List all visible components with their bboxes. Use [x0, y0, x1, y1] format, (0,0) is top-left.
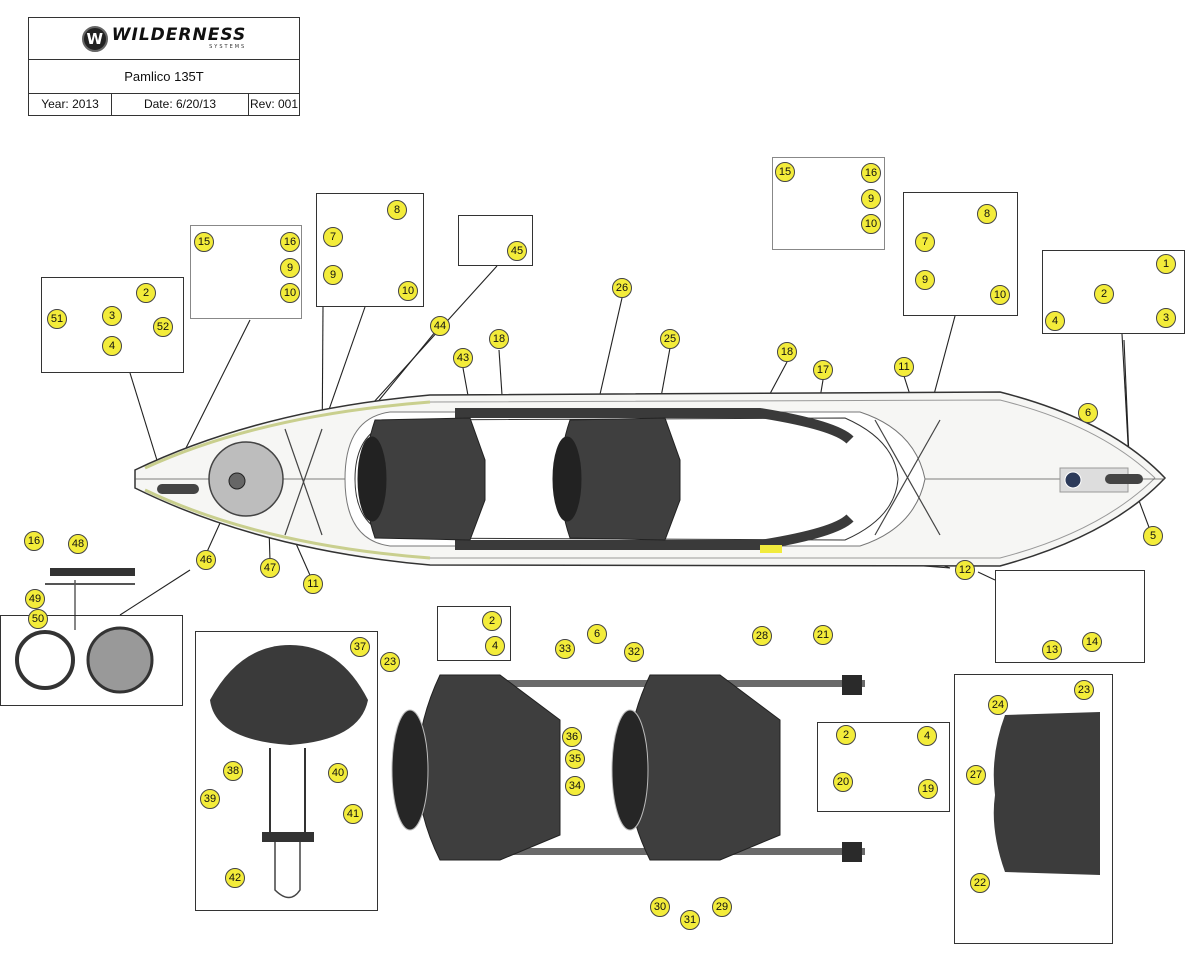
part-callout-26[interactable]: 26: [612, 278, 632, 298]
part-callout-8[interactable]: 8: [977, 204, 997, 224]
inset-deck-bungee: [995, 570, 1145, 663]
part-callout-27[interactable]: 27: [966, 765, 986, 785]
part-callout-12[interactable]: 12: [955, 560, 975, 580]
part-callout-43[interactable]: 43: [453, 348, 473, 368]
part-callout-6[interactable]: 6: [1078, 403, 1098, 423]
part-callout-9[interactable]: 9: [915, 270, 935, 290]
part-callout-7[interactable]: 7: [323, 227, 343, 247]
seat-back-assembly: [210, 645, 368, 899]
part-callout-28[interactable]: 28: [752, 626, 772, 646]
part-callout-20[interactable]: 20: [833, 772, 853, 792]
part-callout-45[interactable]: 45: [507, 241, 527, 261]
part-callout-11[interactable]: 11: [303, 574, 323, 594]
part-callout-11[interactable]: 11: [894, 357, 914, 377]
part-callout-19[interactable]: 19: [918, 779, 938, 799]
brand-logo: W WILDERNESS SYSTEMS: [29, 18, 299, 60]
part-callout-40[interactable]: 40: [328, 763, 348, 783]
part-callout-13[interactable]: 13: [1042, 640, 1062, 660]
part-callout-38[interactable]: 38: [223, 761, 243, 781]
part-callout-23[interactable]: 23: [380, 652, 400, 672]
revision-field: Rev: 001: [249, 97, 299, 111]
part-callout-16[interactable]: 16: [280, 232, 300, 252]
date-field: Date: 6/20/13: [112, 93, 249, 115]
part-callout-8[interactable]: 8: [387, 200, 407, 220]
part-callout-47[interactable]: 47: [260, 558, 280, 578]
part-callout-2[interactable]: 2: [1094, 284, 1114, 304]
hatch-cover-assembly: [15, 568, 154, 694]
part-callout-5[interactable]: 5: [1143, 526, 1163, 546]
part-callout-18[interactable]: 18: [777, 342, 797, 362]
title-block: W WILDERNESS SYSTEMS Pamlico 135T Year: …: [28, 17, 300, 116]
part-callout-30[interactable]: 30: [650, 897, 670, 917]
part-callout-2[interactable]: 2: [136, 283, 156, 303]
part-callout-9[interactable]: 9: [861, 189, 881, 209]
part-callout-25[interactable]: 25: [660, 329, 680, 349]
model-name: Pamlico 135T: [29, 59, 299, 94]
part-callout-16[interactable]: 16: [861, 163, 881, 183]
part-callout-15[interactable]: 15: [194, 232, 214, 252]
part-callout-17[interactable]: 17: [813, 360, 833, 380]
part-callout-36[interactable]: 36: [562, 727, 582, 747]
part-callout-10[interactable]: 10: [861, 214, 881, 234]
part-callout-6[interactable]: 6: [587, 624, 607, 644]
part-callout-35[interactable]: 35: [565, 749, 585, 769]
seat-frame-assembly: [391, 674, 865, 862]
part-callout-18[interactable]: 18: [489, 329, 509, 349]
part-callout-23[interactable]: 23: [1074, 680, 1094, 700]
part-callout-51[interactable]: 51: [47, 309, 67, 329]
part-callout-4[interactable]: 4: [485, 636, 505, 656]
part-callout-50[interactable]: 50: [28, 609, 48, 629]
part-callout-10[interactable]: 10: [280, 283, 300, 303]
brand-name: WILDERNESS: [111, 25, 247, 45]
year-field: Year: 2013: [29, 93, 112, 115]
part-callout-44[interactable]: 44: [430, 316, 450, 336]
part-callout-2[interactable]: 2: [482, 611, 502, 631]
part-callout-3[interactable]: 3: [1156, 308, 1176, 328]
part-callout-4[interactable]: 4: [1045, 311, 1065, 331]
part-callout-7[interactable]: 7: [915, 232, 935, 252]
part-callout-52[interactable]: 52: [153, 317, 173, 337]
title-block-meta: Year: 2013 Date: 6/20/13 Rev: 001: [29, 93, 299, 115]
seat-bottom-assembly: [993, 712, 1100, 875]
part-callout-48[interactable]: 48: [68, 534, 88, 554]
kayak-hull: [134, 391, 1167, 567]
part-callout-24[interactable]: 24: [988, 695, 1008, 715]
part-callout-41[interactable]: 41: [343, 804, 363, 824]
part-callout-3[interactable]: 3: [102, 306, 122, 326]
part-callout-42[interactable]: 42: [225, 868, 245, 888]
part-callout-29[interactable]: 29: [712, 897, 732, 917]
part-callout-10[interactable]: 10: [990, 285, 1010, 305]
part-callout-33[interactable]: 33: [555, 639, 575, 659]
part-callout-49[interactable]: 49: [25, 589, 45, 609]
part-callout-32[interactable]: 32: [624, 642, 644, 662]
part-callout-22[interactable]: 22: [970, 873, 990, 893]
wilderness-logo-icon: W: [81, 25, 108, 52]
part-callout-21[interactable]: 21: [813, 625, 833, 645]
part-callout-31[interactable]: 31: [680, 910, 700, 930]
part-callout-34[interactable]: 34: [565, 776, 585, 796]
part-callout-4[interactable]: 4: [102, 336, 122, 356]
part-callout-39[interactable]: 39: [200, 789, 220, 809]
part-callout-16[interactable]: 16: [24, 531, 44, 551]
part-callout-15[interactable]: 15: [775, 162, 795, 182]
part-callout-9[interactable]: 9: [280, 258, 300, 278]
part-callout-9[interactable]: 9: [323, 265, 343, 285]
part-callout-4[interactable]: 4: [917, 726, 937, 746]
part-callout-2[interactable]: 2: [836, 725, 856, 745]
brand-subtitle: SYSTEMS: [209, 44, 247, 50]
part-callout-10[interactable]: 10: [398, 281, 418, 301]
part-callout-14[interactable]: 14: [1082, 632, 1102, 652]
part-callout-46[interactable]: 46: [196, 550, 216, 570]
part-callout-37[interactable]: 37: [350, 637, 370, 657]
part-callout-1[interactable]: 1: [1156, 254, 1176, 274]
